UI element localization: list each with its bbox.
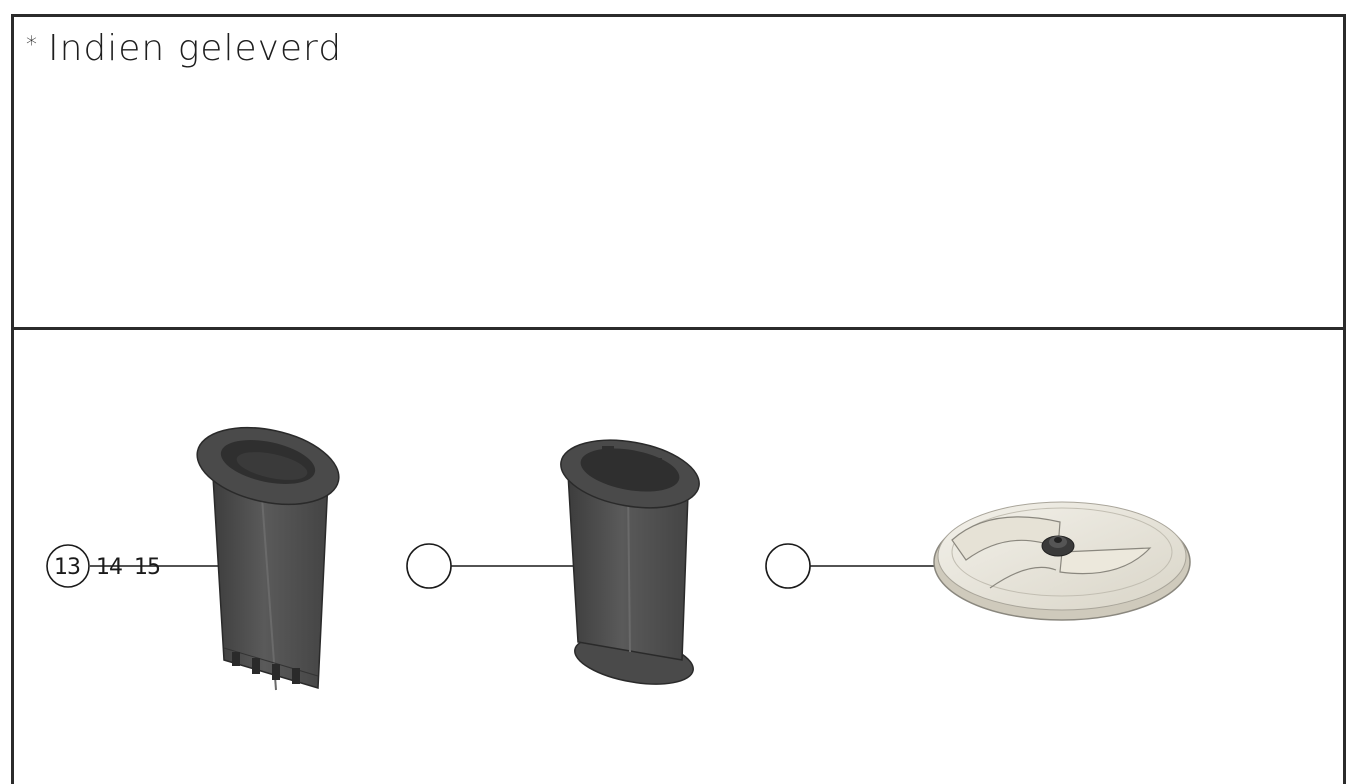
pusher-sleeve-icon <box>560 439 700 685</box>
supplied-note: * Indien geleverd <box>26 28 342 69</box>
callout-2 <box>406 543 580 589</box>
asterisk: * <box>26 33 38 58</box>
callout-circle <box>765 543 811 589</box>
callout-circle <box>406 543 452 589</box>
section-divider <box>11 327 1346 330</box>
callout-circle <box>46 544 90 588</box>
slicing-disc-icon <box>933 501 1191 621</box>
supplied-note-text: Indien geleverd <box>48 28 343 69</box>
callout-number-14: 14 <box>96 555 122 580</box>
callout-number-13: 13 <box>54 555 80 580</box>
page-frame <box>11 14 1346 784</box>
callout-1: 13 14 15 <box>46 544 222 588</box>
callout-3 <box>765 543 936 589</box>
callout-number-15: 15 <box>134 555 160 580</box>
food-pusher-icon <box>196 426 340 691</box>
